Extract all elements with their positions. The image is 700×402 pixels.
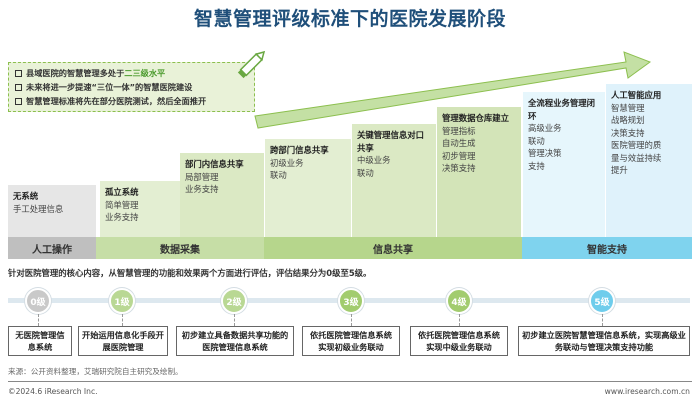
note-item: 未来将进一步提速“三位一体”的智慧医院建设 bbox=[15, 80, 248, 94]
level-connector bbox=[234, 314, 235, 326]
level-description: 初步建立具备数据共享功能的医院管理信息系统 bbox=[176, 326, 294, 356]
source-note: 来源：公开资料整理，艾瑞研究院自主研究及绘制。 bbox=[8, 367, 183, 376]
level-description: 依托医院管理信息系统实现中级业务联动 bbox=[410, 326, 508, 356]
stage-item: 初级业务 bbox=[270, 157, 304, 168]
stage-item: 决策支持 bbox=[442, 163, 476, 173]
stage-heading: 孤立系统 bbox=[105, 187, 139, 197]
level-connector bbox=[602, 314, 603, 326]
stage-item: 智慧管理 bbox=[611, 102, 645, 113]
stage-column: 管理数据仓库建立管理指标自动生成初步管理决策支持 bbox=[437, 107, 521, 237]
stage-item: 管理决策 bbox=[528, 148, 562, 158]
checkbox-icon bbox=[15, 84, 22, 91]
stage-column: 全流程业务管理闭环高级业务联动管理决策支持 bbox=[523, 92, 605, 237]
stage-item: 量与效益持续 bbox=[611, 152, 662, 163]
stage-item: 联动 bbox=[357, 167, 374, 178]
level-connector bbox=[122, 314, 123, 326]
stage-heading: 部门内信息共享 bbox=[185, 159, 244, 169]
stage-item: 业务支持 bbox=[185, 184, 219, 194]
stage-item: 支持 bbox=[528, 160, 545, 171]
category-label: 数据采集 bbox=[96, 237, 264, 259]
level-badge: 2级 bbox=[221, 288, 247, 314]
stage-item: 管理指标 bbox=[442, 125, 476, 136]
stage-item: 手工处理信息 bbox=[13, 203, 64, 214]
note-text: 未来将进一步提速“三位一体”的智慧医院建设 bbox=[26, 82, 193, 92]
level-badge: 1级 bbox=[109, 288, 135, 314]
note-item: 智慧管理标准将先在部分医院测试，然后全面推开 bbox=[15, 94, 248, 108]
stage-heading: 关键管理信息对口共享 bbox=[357, 130, 424, 153]
level-connector bbox=[459, 314, 460, 326]
stage-column: 关键管理信息对口共享中级业务联动 bbox=[352, 124, 436, 237]
stage-item: 中级业务 bbox=[357, 155, 391, 165]
key-notes: 县域医院的智慧管理多处于二三级水平未来将进一步提速“三位一体”的智慧医院建设智慧… bbox=[8, 62, 255, 112]
stage-item: 初步管理 bbox=[442, 150, 476, 161]
stage-item: 高级业务 bbox=[528, 123, 562, 133]
note-highlight: 二三级水平 bbox=[124, 68, 166, 78]
stage-column: 部门内信息共享局部管理业务支持 bbox=[180, 153, 264, 237]
level-badge: 3级 bbox=[338, 288, 364, 314]
stage-column: 人工智能应用智慧管理战略规划决策支持医院管理的质量与效益持续提升 bbox=[606, 84, 692, 237]
stage-item: 简单管理 bbox=[105, 199, 139, 210]
level-description: 无医院管理信息系统 bbox=[8, 326, 72, 356]
note-text: 县域医院的智慧管理多处于 bbox=[26, 68, 125, 78]
stage-column: 孤立系统简单管理业务支持 bbox=[100, 181, 180, 237]
level-connector bbox=[38, 314, 39, 326]
stage-item: 业务支持 bbox=[105, 212, 139, 222]
stage-item: 联动 bbox=[528, 135, 545, 146]
level-badge: 5级 bbox=[589, 288, 615, 314]
stage-item: 医院管理的质 bbox=[611, 140, 662, 150]
stage-heading: 跨部门信息共享 bbox=[270, 145, 329, 155]
stage-heading: 全流程业务管理闭环 bbox=[528, 98, 595, 121]
level-description: 开始运用信息化手段开展医院管理 bbox=[78, 326, 168, 356]
stage-item: 联动 bbox=[270, 170, 287, 180]
checkbox-icon bbox=[15, 70, 22, 77]
category-label: 信息共享 bbox=[264, 237, 522, 259]
level-connector bbox=[351, 314, 352, 326]
stage-heading: 无系统 bbox=[13, 191, 39, 201]
stage-item: 提升 bbox=[611, 165, 628, 175]
stage-item: 自动生成 bbox=[442, 138, 476, 148]
pencil-icon bbox=[237, 50, 266, 79]
stage-heading: 人工智能应用 bbox=[611, 90, 662, 100]
level-description: 初步建立医院智慧管理信息系统，实现高级业务联动与管理决策支持功能 bbox=[518, 326, 690, 356]
website-url: www.iresearch.com.cn bbox=[604, 387, 690, 396]
level-badge: 0级 bbox=[25, 288, 51, 314]
stage-column: 无系统手工处理信息 bbox=[8, 185, 96, 237]
checkbox-icon bbox=[15, 98, 22, 105]
level-description: 依托医院管理信息系统实现初级业务联动 bbox=[302, 326, 400, 356]
copyright: ©2024.6 iResearch Inc. bbox=[8, 387, 98, 396]
category-label: 智能支持 bbox=[522, 237, 692, 259]
stage-item: 决策支持 bbox=[611, 127, 645, 138]
stage-heading: 管理数据仓库建立 bbox=[442, 113, 509, 123]
evaluation-description: 针对医院管理的核心内容，从智慧管理的功能和效果两个方面进行评估，评估结果分为0级… bbox=[8, 268, 372, 278]
note-text: 智慧管理标准将先在部分医院测试，然后全面推开 bbox=[26, 96, 207, 106]
level-badge: 4级 bbox=[446, 288, 472, 314]
stage-item: 局部管理 bbox=[185, 171, 219, 182]
page-title: 智慧管理评级标准下的医院发展阶段 bbox=[193, 8, 506, 30]
footer-divider bbox=[8, 381, 692, 382]
note-item: 县域医院的智慧管理多处于二三级水平 bbox=[15, 66, 248, 80]
category-label: 人工操作 bbox=[8, 237, 96, 259]
stage-item: 战略规划 bbox=[611, 115, 645, 125]
stage-column: 跨部门信息共享初级业务联动 bbox=[265, 139, 351, 237]
